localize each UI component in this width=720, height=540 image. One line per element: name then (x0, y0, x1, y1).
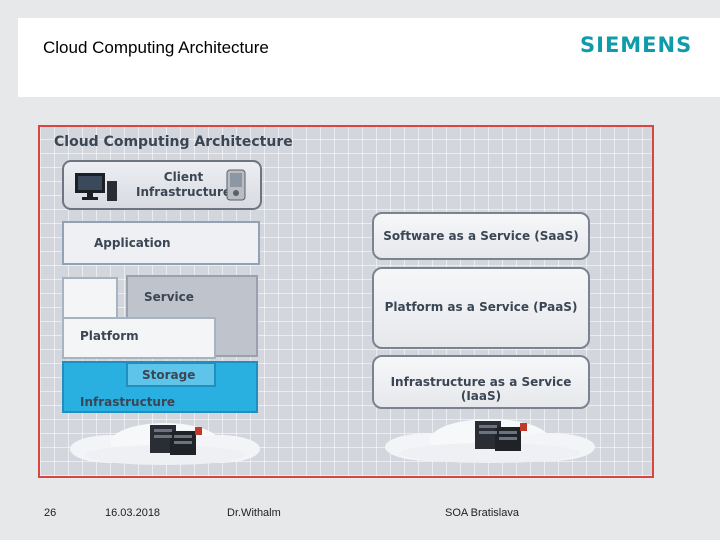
service-label: Service (144, 290, 194, 304)
diagram-title: Cloud Computing Architecture (54, 134, 293, 150)
paas-box: Platform as a Service (PaaS) (372, 267, 590, 349)
platform-layer: Platform (62, 317, 216, 359)
client-infrastructure-label: Client Infrastructure (136, 170, 232, 199)
handheld-device-icon (226, 169, 246, 201)
iaas-label: Infrastructure as a Service (IaaS) (390, 375, 572, 403)
slide-header: Cloud Computing Architecture SIEMENS (18, 18, 720, 97)
footer-date: 16.03.2018 (105, 507, 161, 519)
footer-author: Dr.Withalm (227, 507, 281, 519)
storage-layer: Storage (126, 362, 216, 387)
siemens-logo: SIEMENS (580, 33, 693, 57)
infrastructure-label: Infrastructure (80, 395, 176, 409)
saas-box: Software as a Service (SaaS) (372, 212, 590, 260)
platform-label: Platform (80, 329, 139, 343)
cloud-servers-icon (385, 419, 595, 463)
slide-title: Cloud Computing Architecture (43, 38, 269, 57)
cloud-servers-icon (70, 423, 260, 465)
application-label: Application (94, 236, 171, 250)
saas-label: Software as a Service (SaaS) (383, 229, 579, 243)
architecture-diagram: Cloud Computing Architecture Client Infr… (38, 125, 654, 478)
application-layer: Application (62, 221, 260, 265)
paas-label: Platform as a Service (PaaS) (384, 300, 578, 314)
page-number: 26 (44, 507, 57, 519)
footer-event: SOA Bratislava (445, 507, 519, 519)
client-infrastructure-box: Client Infrastructure (62, 160, 262, 210)
computer-monitor-icon (75, 173, 117, 201)
iaas-box: Infrastructure as a Service (IaaS) (372, 355, 590, 409)
storage-label: Storage (142, 368, 196, 382)
